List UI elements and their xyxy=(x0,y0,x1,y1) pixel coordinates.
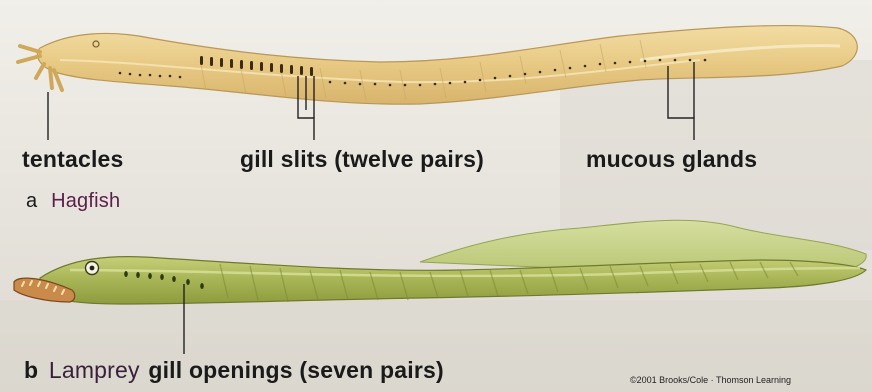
tentacles-label: tentacles xyxy=(22,146,124,173)
mucous-glands-label: mucous glands xyxy=(586,146,757,173)
hagfish-letter: a xyxy=(26,190,37,212)
lamprey-caption: b Lamprey gill openings (seven pairs) xyxy=(24,357,444,384)
hagfish-name: Hagfish xyxy=(51,190,120,212)
gill-slits-label: gill slits (twelve pairs) xyxy=(240,146,484,173)
lamprey-illustration xyxy=(14,220,866,304)
lamprey-letter: b xyxy=(24,357,38,383)
lamprey-name: Lamprey xyxy=(49,357,140,383)
lamprey-eye xyxy=(86,262,99,275)
hagfish-illustration xyxy=(18,26,857,105)
copyright-credit: ©2001 Brooks/Cole · Thomson Learning xyxy=(630,375,791,385)
hagfish-caption: a Hagfish xyxy=(26,190,120,213)
lamprey-gills-label: gill openings (seven pairs) xyxy=(148,357,444,383)
